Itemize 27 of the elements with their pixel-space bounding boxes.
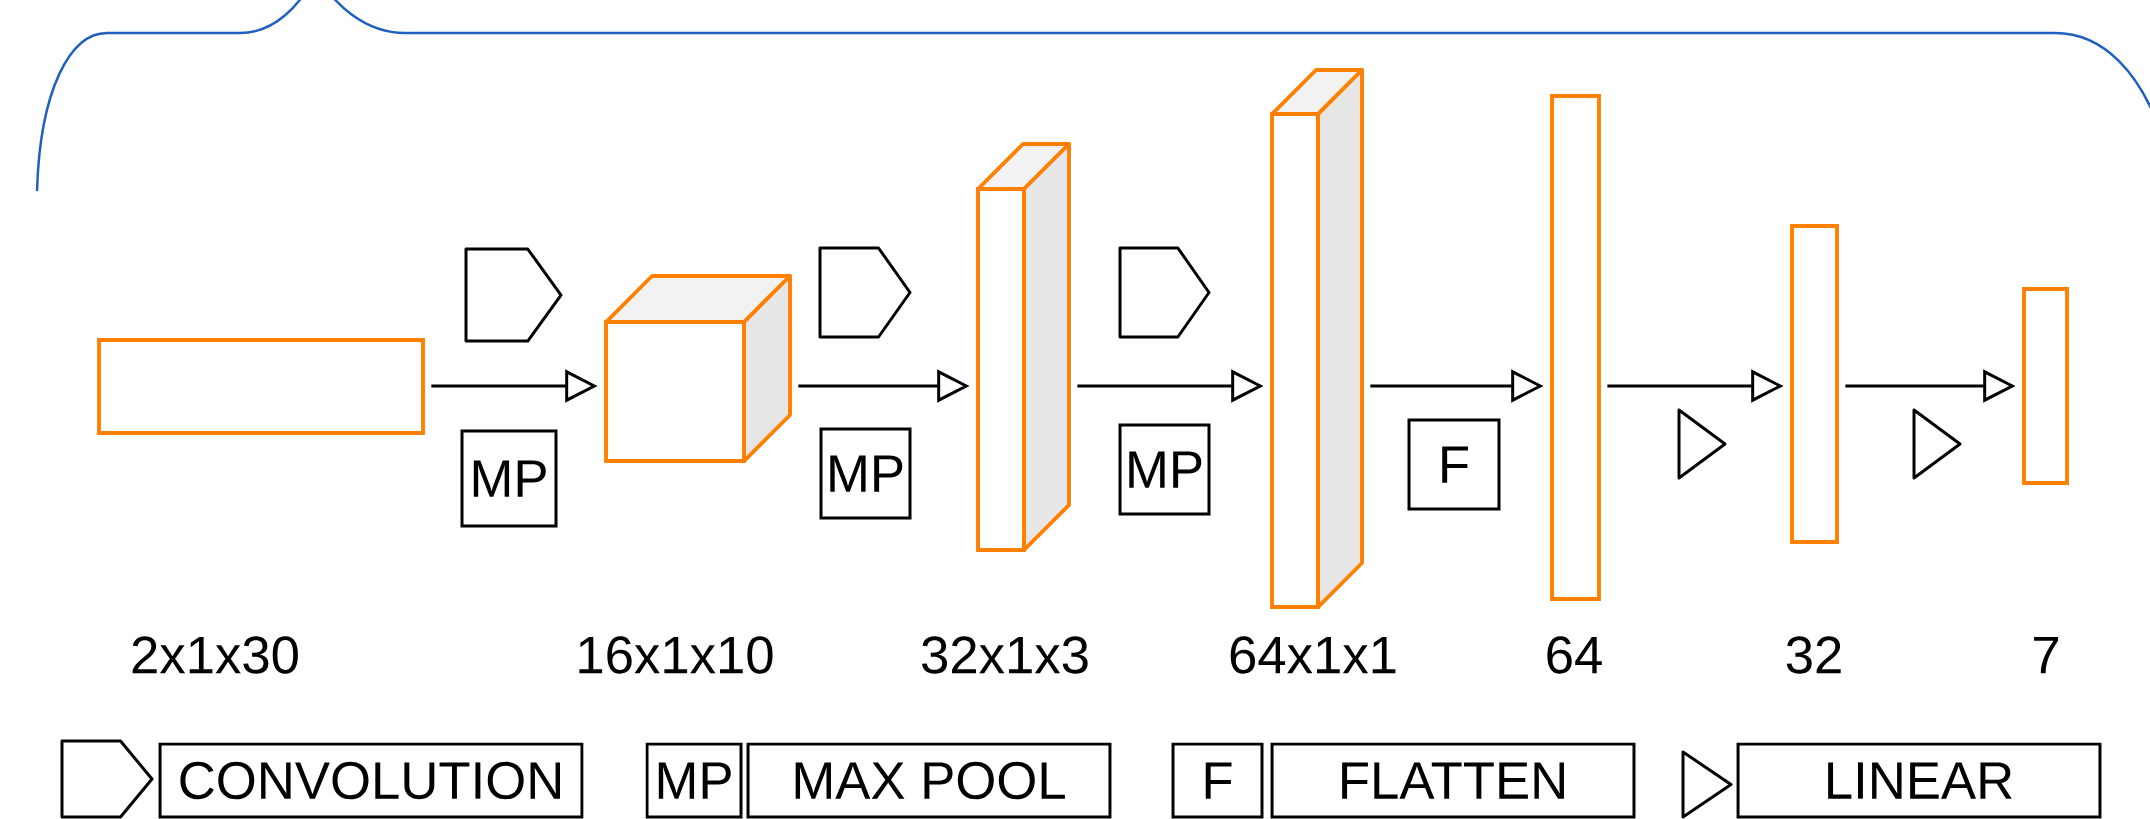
symbol-box: MP [1118, 423, 1211, 516]
layer-cuboid [604, 274, 792, 463]
legend-entry: LINEAR [1681, 742, 2102, 819]
dimension-label: 64x1x1 [1230, 636, 1396, 674]
layer-block [97, 338, 425, 435]
convolution-symbol [818, 246, 912, 339]
convolution-symbol [464, 247, 563, 343]
dimension-label: 16x1x10 [579, 636, 773, 674]
symbol-box: MP [819, 427, 912, 520]
layer-block [1550, 94, 1601, 601]
layer-cuboid [1270, 68, 1364, 609]
convolution-symbol [1118, 246, 1211, 339]
symbol-box: MP [460, 429, 558, 528]
legend-entry: CONVOLUTION [60, 739, 584, 819]
linear-symbol [1677, 408, 1727, 480]
dimension-label: 32 [1786, 636, 1841, 674]
legend-entry: MP MAX POOL [645, 742, 1112, 819]
symbol-box: F [1407, 418, 1501, 511]
linear-symbol [1912, 408, 1962, 480]
layer-block [1790, 224, 1839, 544]
dimension-label: 64 [1547, 636, 1602, 674]
legend-entry: F FLATTEN [1171, 742, 1636, 819]
dimension-label: 32x1x3 [922, 636, 1088, 674]
dimension-label: 2x1x30 [132, 636, 298, 674]
layer-cuboid [976, 142, 1071, 552]
layer-block [2022, 287, 2069, 485]
dimension-label: 7 [2034, 636, 2059, 674]
